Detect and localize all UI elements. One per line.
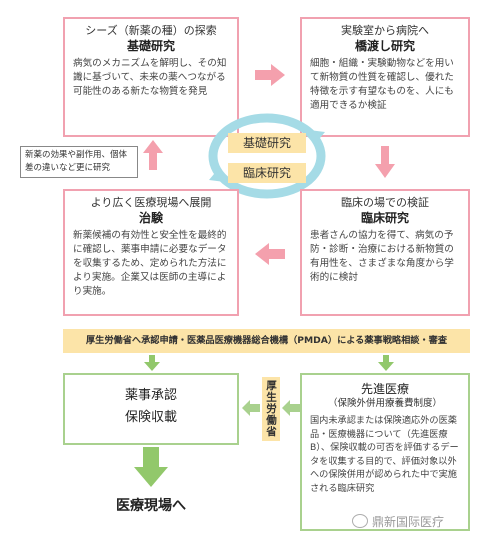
basic-research-subtitle: シーズ（新薬の種）の探索 — [85, 24, 217, 37]
clinical-research-text: 患者さんの協力を得て、病気の予防・診断・治療における新物質の有用性を、さまざまな… — [310, 230, 454, 283]
side-note: 新薬の効果や副作用、個体差の違いなど更に研究 — [20, 146, 138, 178]
wechat-icon — [352, 514, 368, 528]
cycle-ring-icon — [208, 113, 326, 199]
approval-line2: 保険収載 — [124, 410, 177, 425]
mhlw-tag: 厚生労働省 — [262, 377, 280, 441]
clinical-trial-subtitle: より広く医療現場へ展開 — [90, 196, 212, 209]
clinical-research-subtitle: 臨床の場での検証 — [341, 196, 429, 209]
arrow-left-icon — [242, 400, 260, 416]
arrow-down-small-icon — [144, 355, 160, 371]
box-approval: 薬事承認 保険収載 — [63, 373, 239, 445]
box-bridge-research: 実験室から病院へ 橋渡し研究 細胞・組織・実験動物などを用いて新物質の性質を確認… — [300, 17, 470, 137]
bridge-research-title: 橋渡し研究 — [354, 39, 415, 53]
advanced-medical-title: 先進医療 — [360, 382, 409, 396]
box-clinical-research: 臨床の場での検証 臨床研究 患者さんの協力を得て、病気の予防・診断・治療における… — [300, 189, 470, 316]
basic-research-text: 病気のメカニズムを解明し、その知識に基づいて、未来の薬へつながる可能性のある新た… — [73, 58, 227, 97]
clinical-research-title: 臨床研究 — [360, 211, 409, 225]
arrow-left-icon — [282, 400, 300, 416]
approval-banner: 厚生労働省へ承認申請・医薬品医療機器総合機構（PMDA）による薬事戦略相談・審査 — [63, 329, 470, 353]
bridge-research-subtitle: 実験室から病院へ — [341, 24, 429, 37]
bridge-research-text: 細胞・組織・実験動物などを用いて新物質の性質を確認し、優れた特徴を示す有望なもの… — [310, 58, 454, 111]
arrow-right-icon — [255, 64, 285, 86]
center-tag-clinical: 臨床研究 — [228, 163, 306, 183]
clinical-trial-title: 治験 — [138, 211, 163, 225]
clinical-trial-text: 新薬候補の有効性と安全性を最終的に確認し、薬事申請に必要なデータを収集するため、… — [73, 230, 227, 297]
box-clinical-trial: より広く医療現場へ展開 治験 新薬候補の有効性と安全性を最終的に確認し、薬事申請… — [63, 189, 239, 316]
box-basic-research: シーズ（新薬の種）の探索 基礎研究 病気のメカニズムを解明し、その知識に基づいて… — [63, 17, 239, 137]
approval-line1: 薬事承認 — [124, 388, 177, 403]
bottom-label: 医療現場へ — [116, 498, 186, 514]
basic-research-title: 基礎研究 — [126, 39, 175, 53]
box-advanced-medical: 先進医療 （保険外併用療養費制度） 国内未承認または保険適応外の医薬品・医療機器… — [300, 373, 470, 531]
advanced-medical-text: 国内未承認または保険適応外の医薬品・医療機器について（先進医療B）、保険収載の可… — [310, 415, 459, 494]
advanced-medical-subtitle: （保険外併用療養費制度） — [327, 398, 442, 409]
arrow-down-icon — [375, 146, 395, 178]
side-note-text: 新薬の効果や副作用、個体差の違いなど更に研究 — [25, 150, 128, 173]
watermark: 鼎新国际医疗 — [352, 510, 492, 532]
arrow-left-icon — [255, 243, 285, 265]
arrow-down-small-icon — [378, 355, 394, 371]
arrow-down-large-icon — [134, 447, 168, 487]
arrow-up-icon — [143, 140, 163, 170]
center-tag-basic: 基礎研究 — [228, 133, 306, 153]
watermark-text: 鼎新国际医疗 — [372, 514, 445, 529]
